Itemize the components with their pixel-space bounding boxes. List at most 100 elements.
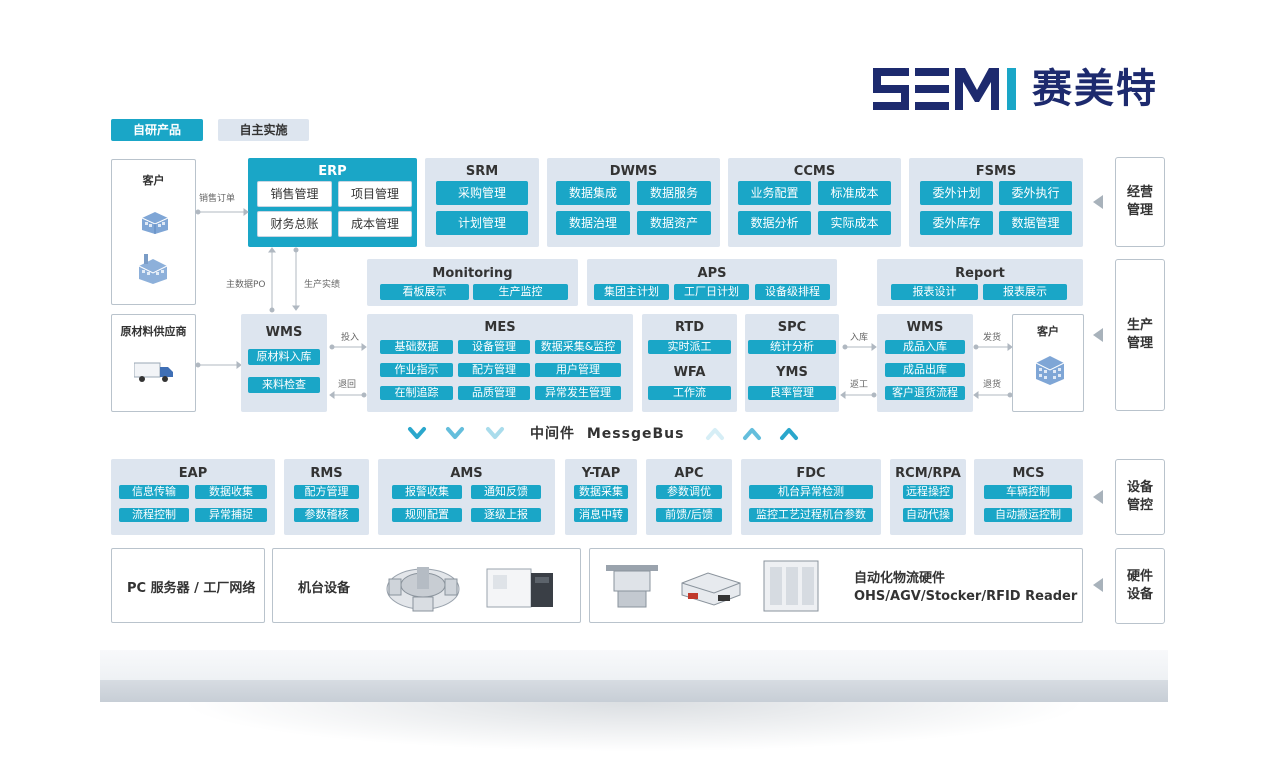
servers-network-box: PC 服务器 / 工厂网络	[111, 548, 265, 623]
customer-left-box: 客户	[111, 159, 196, 305]
mcs-item[interactable]: 自动搬运控制	[984, 508, 1072, 522]
mes-item[interactable]: 品质管理	[458, 386, 530, 400]
srm-item[interactable]: 采购管理	[436, 181, 528, 205]
legend-own-product: 自研产品	[111, 119, 203, 141]
erp-item[interactable]: 成本管理	[338, 211, 412, 237]
apc-item[interactable]: 前馈/后馈	[656, 508, 722, 522]
mes-item[interactable]: 设备管理	[458, 340, 530, 354]
erp-item[interactable]: 财务总账	[257, 211, 332, 237]
flow-label-master-po: 主数据PO	[226, 280, 266, 290]
platform-base-shadow	[180, 702, 1088, 752]
report-item[interactable]: 报表展示	[983, 284, 1067, 300]
erp-item[interactable]: 项目管理	[338, 181, 412, 207]
ccms-item[interactable]: 标准成本	[818, 181, 891, 205]
fsms-item[interactable]: 委外计划	[920, 181, 993, 205]
yms-item[interactable]: 良率管理	[748, 386, 836, 400]
mes-item[interactable]: 异常发生管理	[535, 386, 621, 400]
yms-title: YMS	[776, 365, 808, 380]
side-label-equipment: 设备管控	[1115, 459, 1165, 535]
chevron-left-icon	[1093, 490, 1103, 504]
report-item[interactable]: 报表设计	[891, 284, 978, 300]
rtd-item[interactable]: 实时派工	[648, 340, 731, 354]
semi-logo	[873, 68, 1016, 110]
rms-title: RMS	[310, 466, 343, 481]
ytap-item[interactable]: 消息中转	[574, 508, 628, 522]
fsms-item[interactable]: 委外执行	[999, 181, 1072, 205]
monitoring-item[interactable]: 生产监控	[473, 284, 568, 300]
eap-item[interactable]: 流程控制	[119, 508, 189, 522]
ytap-panel: Y-TAP 数据采集 消息中转	[565, 459, 637, 535]
eap-item[interactable]: 数据收集	[195, 485, 267, 499]
ams-item[interactable]: 逐级上报	[471, 508, 541, 522]
dwms-item[interactable]: 数据治理	[556, 211, 630, 235]
wms-outbound-item[interactable]: 成品出库	[885, 363, 965, 377]
amhs-list: OHS/AGV/Stocker/RFID Reader	[854, 589, 1078, 604]
platform-base-top	[100, 650, 1168, 680]
wms-inbound-item[interactable]: 原材料入库	[248, 349, 320, 365]
wms-inbound-item[interactable]: 来料检查	[248, 377, 320, 393]
rms-item[interactable]: 配方管理	[294, 485, 359, 499]
ccms-item[interactable]: 数据分析	[738, 211, 811, 235]
eap-title: EAP	[178, 466, 208, 481]
flow-label-production-report: 生产实绩	[304, 280, 341, 290]
rcm-rpa-item[interactable]: 远程操控	[903, 485, 953, 499]
mes-panel: MES 基础数据 设备管理 数据采集&监控 作业指示 配方管理 用户管理 在制追…	[367, 314, 633, 412]
aps-title: APS	[697, 266, 727, 281]
process-machine-icon	[486, 568, 553, 608]
spc-yms-panel: SPC 统计分析 YMS 良率管理	[745, 314, 839, 412]
flow-label-inbound: 入库	[850, 333, 869, 343]
apc-item[interactable]: 参数调优	[656, 485, 722, 499]
wms-outbound-item[interactable]: 成品入库	[885, 340, 965, 354]
mcs-item[interactable]: 车辆控制	[984, 485, 1072, 499]
flow-label-sales-order: 销售订单	[199, 194, 236, 204]
ams-item[interactable]: 报警收集	[392, 485, 462, 499]
monitoring-item[interactable]: 看板展示	[380, 284, 469, 300]
mes-item[interactable]: 数据采集&监控	[535, 340, 621, 354]
monitoring-panel: Monitoring 看板展示 生产监控	[367, 259, 578, 306]
erp-item[interactable]: 销售管理	[257, 181, 332, 207]
ohs-vehicle-icon	[606, 565, 658, 608]
dwms-item[interactable]: 数据资产	[637, 211, 711, 235]
eap-item[interactable]: 信息传输	[119, 485, 189, 499]
rms-item[interactable]: 参数稽核	[294, 508, 359, 522]
customer-right-box: 客户	[1012, 314, 1084, 412]
rcm-rpa-item[interactable]: 自动代操	[903, 508, 953, 522]
servers-network-label: PC 服务器 / 工厂网络	[127, 581, 256, 596]
ccms-item[interactable]: 实际成本	[818, 211, 891, 235]
aps-item[interactable]: 设备级排程	[755, 284, 830, 300]
agv-icon	[681, 572, 741, 606]
aps-item[interactable]: 工厂日计划	[674, 284, 749, 300]
srm-item[interactable]: 计划管理	[436, 211, 528, 235]
fsms-item[interactable]: 委外库存	[920, 211, 993, 235]
wms-outbound-item[interactable]: 客户退货流程	[885, 386, 965, 400]
fsms-item[interactable]: 数据管理	[999, 211, 1072, 235]
rcm-rpa-panel: RCM/RPA 远程操控 自动代操	[890, 459, 966, 535]
aps-item[interactable]: 集团主计划	[594, 284, 669, 300]
fdc-item[interactable]: 监控工艺过程机台参数	[749, 508, 873, 522]
mes-item[interactable]: 作业指示	[380, 363, 453, 377]
ccms-item[interactable]: 业务配置	[738, 181, 811, 205]
ytap-title: Y-TAP	[581, 466, 621, 481]
building-icon	[1035, 356, 1065, 385]
mes-item[interactable]: 在制追踪	[380, 386, 453, 400]
wfa-item[interactable]: 工作流	[648, 386, 731, 400]
fdc-item[interactable]: 机台异常检测	[749, 485, 873, 499]
chevron-up-icon	[706, 428, 798, 440]
mes-item[interactable]: 配方管理	[458, 363, 530, 377]
apc-title: APC	[674, 466, 704, 481]
mes-item[interactable]: 基础数据	[380, 340, 453, 354]
mes-item[interactable]: 用户管理	[535, 363, 621, 377]
aps-panel: APS 集团主计划 工厂日计划 设备级排程	[587, 259, 837, 306]
ccms-title: CCMS	[793, 164, 836, 179]
ccms-panel: CCMS 业务配置 标准成本 数据分析 实际成本	[728, 158, 901, 247]
dwms-item[interactable]: 数据集成	[556, 181, 630, 205]
mes-title: MES	[484, 320, 516, 335]
dwms-item[interactable]: 数据服务	[637, 181, 711, 205]
spc-title: SPC	[777, 320, 807, 335]
ams-item[interactable]: 通知反馈	[471, 485, 541, 499]
ytap-item[interactable]: 数据采集	[574, 485, 628, 499]
ams-item[interactable]: 规则配置	[392, 508, 462, 522]
eap-item[interactable]: 异常捕捉	[195, 508, 267, 522]
spc-item[interactable]: 统计分析	[748, 340, 836, 354]
